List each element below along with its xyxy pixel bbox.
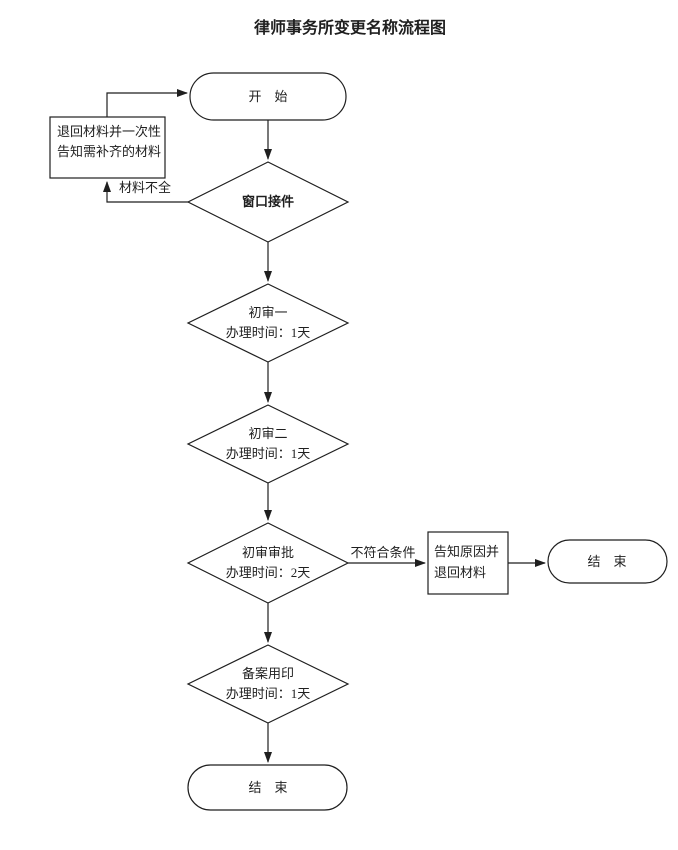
review1-decision-shape	[186, 283, 350, 363]
start-label: 开 始	[248, 89, 287, 104]
node-end-bottom: 结 束	[187, 764, 348, 811]
node-review2: 初审二 办理时间：1天	[186, 404, 350, 484]
review1-line1: 初审一	[248, 305, 287, 320]
edge-return-box-to-start	[106, 89, 188, 117]
approval-line2: 办理时间：2天	[226, 565, 311, 580]
node-end-right: 结 束	[547, 539, 668, 584]
node-return-materials-box: 退回材料并一次性 告知需补齐的材料	[49, 116, 166, 179]
end-bottom-label: 结 束	[248, 780, 287, 795]
diagram-title: 律师事务所变更名称流程图	[254, 18, 446, 37]
approval-decision-shape	[186, 522, 350, 604]
window-decision-shape	[186, 161, 350, 243]
notify-box-shape	[427, 531, 509, 595]
node-notify-box: 告知原因并 退回材料	[427, 531, 509, 595]
node-start: 开 始	[189, 72, 347, 121]
edge-label-not-qualified: 不符合条件	[350, 545, 415, 560]
review2-line2: 办理时间：1天	[226, 446, 311, 461]
edge-window-to-return-box	[103, 181, 188, 203]
node-seal: 备案用印 办理时间：1天	[186, 644, 350, 724]
start-terminator-shape	[189, 72, 347, 121]
seal-decision-shape	[186, 644, 350, 724]
approval-line1: 初审审批	[242, 545, 294, 560]
seal-line2: 办理时间：1天	[226, 686, 311, 701]
node-approval: 初审审批 办理时间：2天	[186, 522, 350, 604]
seal-line1: 备案用印	[242, 666, 294, 681]
return-box-shape	[49, 116, 166, 179]
end-bottom-terminator-shape	[187, 764, 348, 811]
notify-box-line1: 告知原因并	[434, 544, 499, 559]
end-right-terminator-shape	[547, 539, 668, 584]
review1-line2: 办理时间：1天	[226, 325, 311, 340]
review2-line1: 初审二	[248, 426, 287, 441]
connectors	[103, 89, 546, 763]
notify-box-line2: 退回材料	[434, 565, 486, 580]
return-box-line1: 退回材料并一次性	[57, 124, 161, 139]
node-window-intake: 窗口接件	[186, 161, 350, 243]
window-label: 窗口接件	[242, 194, 294, 209]
return-box-line2: 告知需补齐的材料	[57, 144, 161, 159]
node-review1: 初审一 办理时间：1天	[186, 283, 350, 363]
review2-decision-shape	[186, 404, 350, 484]
end-right-label: 结 束	[587, 554, 626, 569]
edge-label-incomplete: 材料不全	[119, 180, 171, 195]
